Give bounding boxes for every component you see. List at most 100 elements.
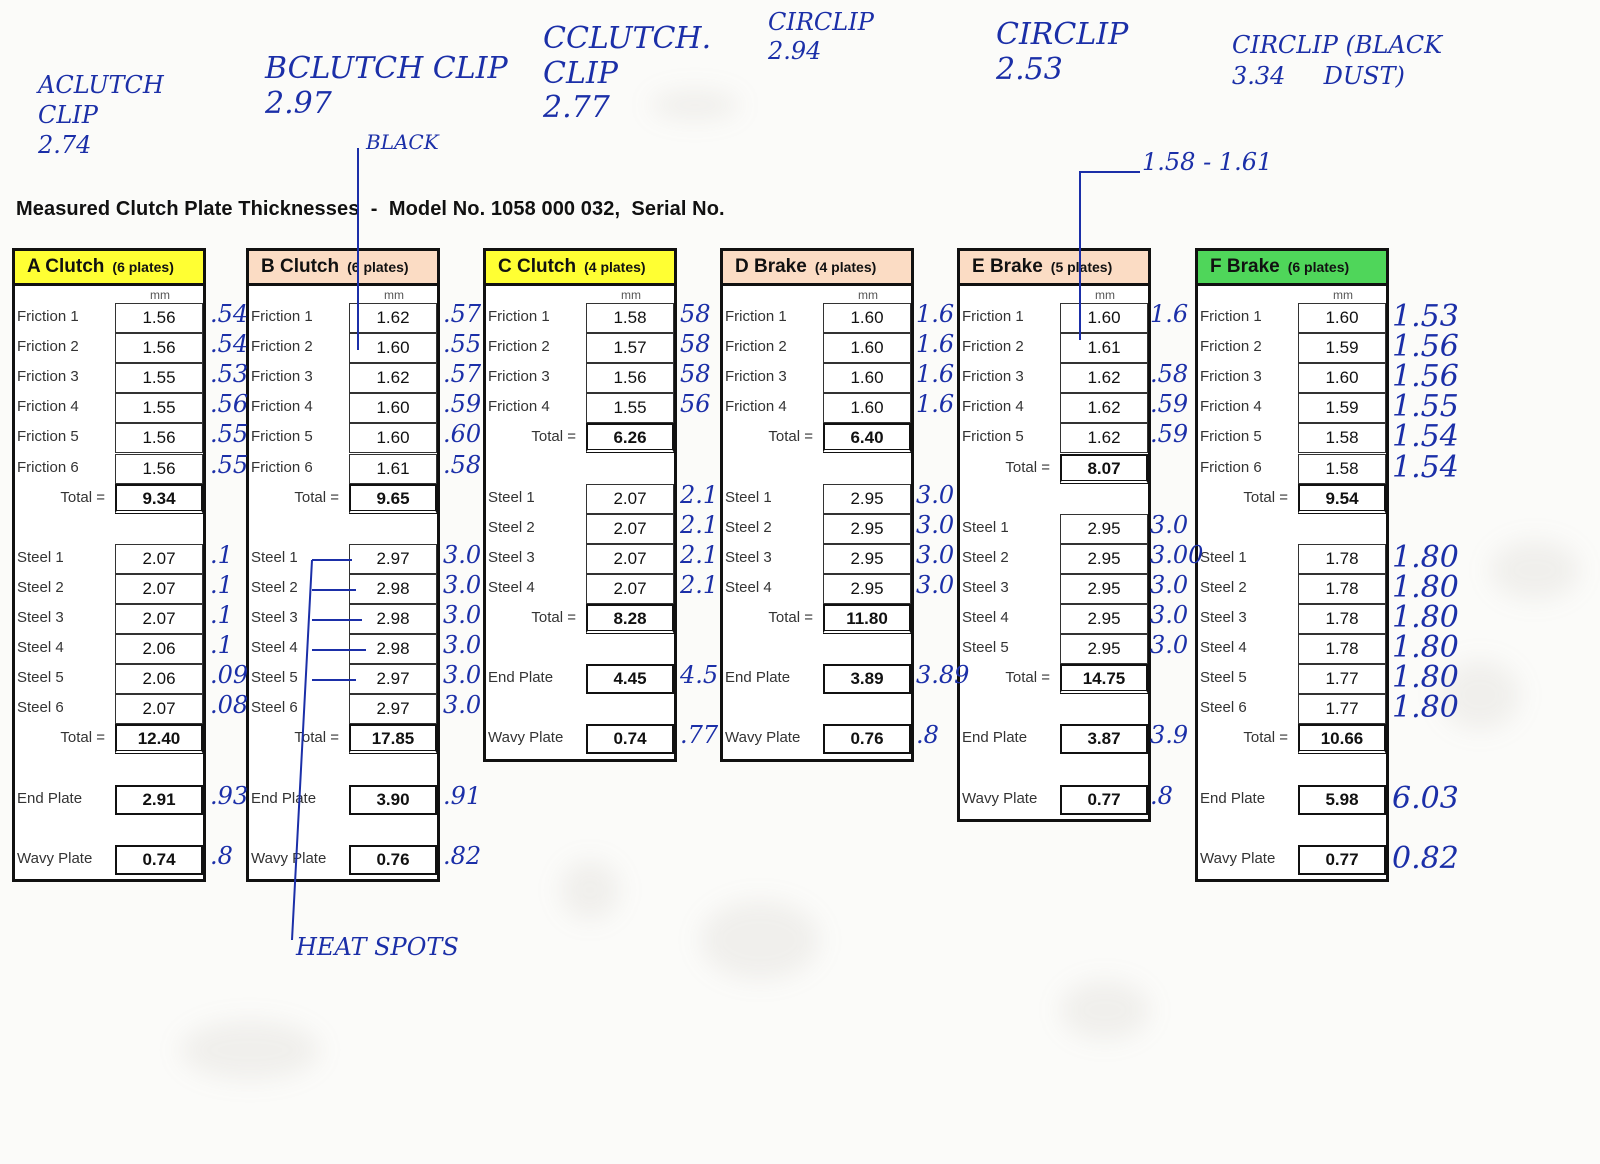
row-label: Friction 3: [1200, 368, 1262, 386]
row-label: Total =: [531, 428, 576, 446]
row-value: 1.60: [823, 393, 911, 424]
row-value: 1.78: [1298, 604, 1386, 634]
row-value: 2.06: [115, 634, 203, 665]
row-value: 2.95: [823, 513, 911, 544]
row-label: Steel 5: [962, 639, 1009, 657]
row-value: 1.62: [349, 303, 437, 333]
row-label: Steel 5: [17, 669, 64, 687]
row-value: 8.07: [1060, 453, 1148, 484]
panel-header: F Brake(6 plates): [1198, 251, 1386, 286]
panel-plate-count: (5 plates): [1050, 259, 1113, 275]
row-value: 1.57: [586, 333, 674, 364]
table-row: Total = 6.26: [486, 423, 674, 454]
row-label: Steel 4: [251, 639, 298, 657]
row-label: Total =: [294, 488, 339, 506]
row-label: Steel 6: [17, 699, 64, 717]
row-value: 1.60: [349, 423, 437, 454]
handwritten-note: 3.0: [1150, 570, 1189, 599]
handwritten-note: .59: [443, 390, 482, 419]
handwritten-note: 1.80: [1392, 630, 1459, 666]
row-value: 1.61: [1060, 333, 1148, 364]
handwritten-note: 6.03: [1392, 780, 1459, 816]
row-label: Steel 1: [1200, 548, 1247, 566]
row-value: 1.78: [1298, 634, 1386, 665]
table-row: Total =8.07: [960, 453, 1148, 484]
row-label: Friction 3: [725, 368, 787, 386]
table-row: Total =10.66: [1198, 724, 1386, 755]
row-value: 2.07: [586, 483, 674, 514]
row-value: 2.91: [115, 784, 203, 815]
row-value: 2.07: [115, 543, 203, 574]
handwritten-note: 1.6: [916, 390, 955, 419]
table-row: Friction 4 1.60: [723, 393, 911, 424]
row-label: Total =: [531, 609, 576, 626]
handwritten-note: CIRCLIP (BLACK 3.34 DUST): [1232, 31, 1443, 91]
row-value: 6.26: [586, 423, 674, 454]
handwritten-note: 1.6: [916, 300, 955, 328]
handwritten-note: .59: [1150, 390, 1189, 419]
handwritten-note: 0.82: [1392, 840, 1459, 876]
handwritten-note: .58: [1150, 360, 1189, 389]
row-label: Steel 1: [725, 488, 772, 506]
row-label: Friction 2: [488, 338, 550, 356]
row-label: Steel 1: [962, 518, 1009, 536]
row-label: Steel 6: [251, 699, 298, 717]
row-value: 1.58: [1298, 423, 1386, 454]
row-label: End Plate: [962, 729, 1028, 747]
row-label: Total =: [768, 609, 813, 626]
row-label: Steel 4: [725, 578, 772, 596]
row-label: End Plate: [17, 789, 83, 807]
row-label: Friction 4: [962, 398, 1024, 416]
handwritten-note: .57: [443, 300, 482, 328]
row-label: Friction 1: [962, 308, 1024, 325]
handwritten-note: 1.53: [1392, 299, 1459, 334]
handwritten-note: .1: [210, 601, 233, 629]
row-value: 2.95: [1060, 513, 1148, 544]
handwritten-note: .8: [916, 721, 939, 750]
handwritten-note: .53: [210, 360, 249, 389]
unit-label: mm: [384, 288, 404, 302]
row-label: Steel 3: [1200, 609, 1247, 626]
handwritten-note: .57: [443, 360, 482, 389]
panel-header: B Clutch(6 plates): [249, 251, 437, 286]
handwritten-note: .8: [1150, 781, 1173, 810]
row-label: Total =: [294, 729, 339, 747]
handwritten-note: 1.6: [1150, 300, 1189, 328]
row-label: Steel 3: [251, 609, 298, 626]
handwritten-note: ACLUTCH CLIP 2.74: [38, 71, 164, 159]
row-label: Steel 1: [488, 488, 535, 506]
row-value: 1.62: [349, 363, 437, 394]
row-value: 14.75: [1060, 664, 1148, 695]
row-label: Steel 2: [725, 518, 772, 536]
row-label: Friction 2: [1200, 338, 1262, 356]
row-label: Friction 4: [725, 398, 787, 416]
handwritten-note: 3.0: [443, 691, 482, 720]
handwritten-note: .09: [210, 661, 249, 690]
row-value: 3.89: [823, 664, 911, 695]
row-label: Friction 1: [488, 308, 550, 325]
panel-header: E Brake(5 plates): [960, 251, 1148, 286]
row-label: Friction 3: [17, 368, 79, 386]
panel-title: F Brake: [1210, 256, 1280, 277]
row-value: 1.56: [586, 363, 674, 394]
handwritten-note: 3.89: [916, 661, 970, 690]
row-value: 1.55: [586, 393, 674, 424]
row-label: Friction 2: [725, 338, 787, 356]
handwritten-note: 3.0: [916, 480, 955, 509]
